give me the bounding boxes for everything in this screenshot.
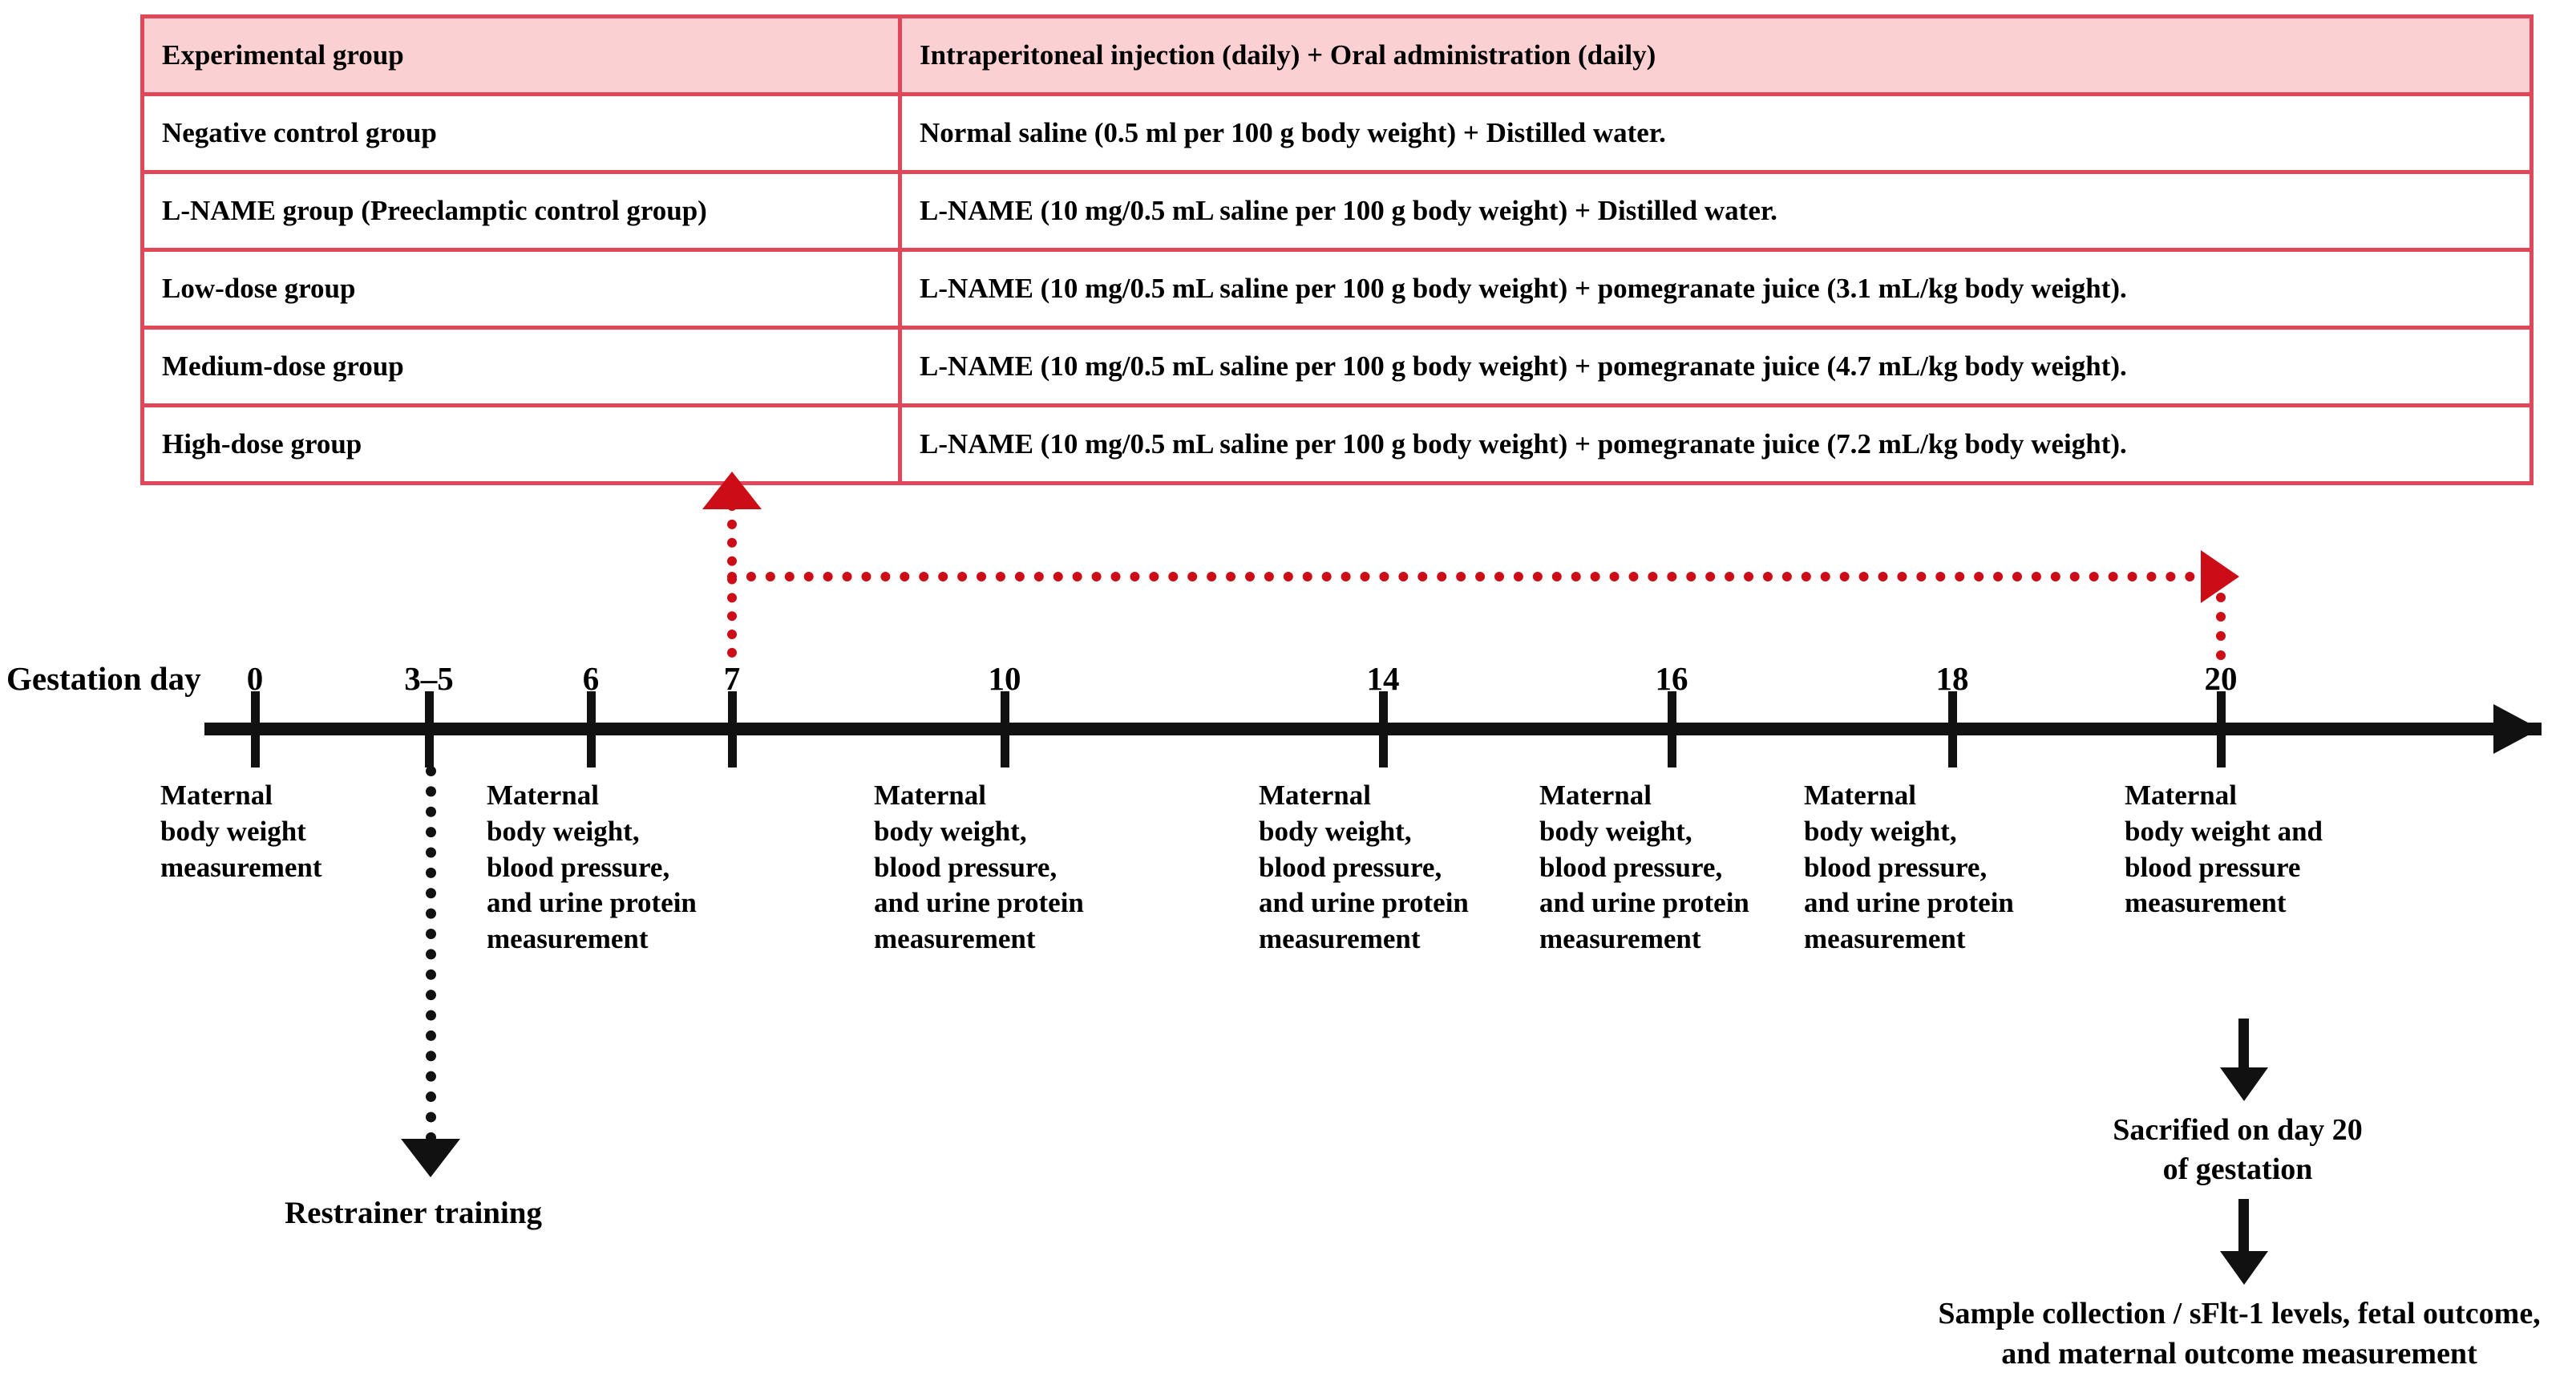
day-label: 20: [2204, 660, 2238, 697]
event-text: Maternal body weight and blood pressure …: [2125, 780, 2323, 919]
event-text: Maternal body weight measurement: [160, 780, 322, 883]
timeline-arrowhead-icon: [2493, 704, 2540, 754]
treatment-cell: Normal saline (0.5 ml per 100 g body wei…: [898, 92, 2534, 174]
timeline-axis-line: [204, 723, 2542, 735]
group-name-cell: Medium-dose group: [140, 326, 902, 407]
event-text: Maternal body weight, blood pressure, an…: [874, 780, 1084, 955]
day-label: 18: [1935, 660, 1969, 697]
day-label: 6: [582, 660, 600, 697]
red-dotted-treatment-span: [727, 572, 2214, 581]
sample-collection-arrowhead-icon: [2220, 1251, 2268, 1285]
axis-tick: [1001, 691, 1009, 767]
axis-tick: [425, 691, 434, 767]
table-row: L-NAME group (Preeclamptic control group…: [140, 170, 2534, 252]
axis-tick: [1379, 691, 1388, 767]
day-label: 10: [988, 660, 1021, 697]
axis-tick: [251, 691, 260, 767]
day-label: 16: [1655, 660, 1688, 697]
table-row: Low-dose group L-NAME (10 mg/0.5 mL sali…: [140, 248, 2534, 330]
sacrifice-arrowhead-icon: [2220, 1067, 2268, 1101]
axis-tick: [587, 691, 596, 767]
axis-tick: [2217, 691, 2226, 767]
column-header-group: Experimental group: [140, 14, 902, 96]
gestation-day-axis-label: Gestation day: [6, 660, 201, 697]
red-dotted-connector-day20: [2216, 573, 2226, 660]
table-header-row: Experimental group Intraperitoneal injec…: [140, 14, 2534, 96]
restrainer-dotted-connector: [426, 766, 436, 1143]
axis-tick: [728, 691, 737, 767]
group-name-cell: Low-dose group: [140, 248, 902, 330]
event-text: Maternal body weight, blood pressure, an…: [487, 780, 697, 955]
group-name-cell: L-NAME group (Preeclamptic control group…: [140, 170, 902, 252]
group-name-cell: High-dose group: [140, 403, 902, 485]
day-label: 14: [1366, 660, 1400, 697]
sacrifice-arrow-shaft: [2238, 1019, 2249, 1073]
table-row: Medium-dose group L-NAME (10 mg/0.5 mL s…: [140, 326, 2534, 407]
column-header-treatment: Intraperitoneal injection (daily) + Oral…: [898, 14, 2534, 96]
day-label: 0: [246, 660, 264, 697]
treatment-cell: L-NAME (10 mg/0.5 mL saline per 100 g bo…: [898, 403, 2534, 485]
experimental-group-table: Experimental group Intraperitoneal injec…: [140, 14, 2534, 485]
treatment-cell: L-NAME (10 mg/0.5 mL saline per 100 g bo…: [898, 326, 2534, 407]
treatment-cell: L-NAME (10 mg/0.5 mL saline per 100 g bo…: [898, 248, 2534, 330]
day-label: 7: [723, 660, 741, 697]
day-label: 3–5: [404, 660, 454, 697]
event-text: Maternal body weight, blood pressure, an…: [1259, 780, 1469, 955]
sacrifice-label: Sacrified on day 20 of gestation: [2113, 1113, 2363, 1187]
restrainer-arrowhead-icon: [401, 1139, 460, 1177]
group-name-cell: Negative control group: [140, 92, 902, 174]
treatment-cell: L-NAME (10 mg/0.5 mL saline per 100 g bo…: [898, 170, 2534, 252]
table-row: High-dose group L-NAME (10 mg/0.5 mL sal…: [140, 403, 2534, 485]
event-text: Maternal body weight, blood pressure, an…: [1804, 780, 2014, 955]
sample-collection-arrow-shaft: [2238, 1199, 2249, 1257]
table-row: Negative control group Normal saline (0.…: [140, 92, 2534, 174]
axis-tick: [1668, 691, 1676, 767]
restrainer-training-label: Restrainer training: [285, 1196, 542, 1230]
event-text: Maternal body weight, blood pressure, an…: [1539, 780, 1749, 955]
axis-tick: [1948, 691, 1957, 767]
sample-collection-label: Sample collection / sFlt-1 levels, fetal…: [1938, 1297, 2541, 1371]
